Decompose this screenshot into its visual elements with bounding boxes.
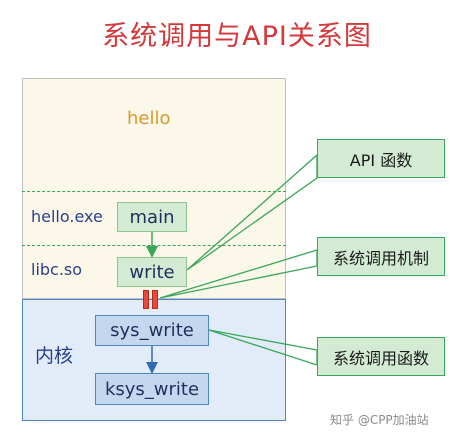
syscall-gate-left xyxy=(143,290,149,309)
lib-layer-label: libc.so xyxy=(31,260,83,279)
api-function-callout: API 函数 xyxy=(317,139,445,178)
write-box: write xyxy=(117,257,187,287)
divider-exe xyxy=(22,191,286,192)
ksys-write-box: ksys_write xyxy=(95,373,209,405)
syscall-mechanism-callout: 系统调用机制 xyxy=(317,237,445,276)
exe-layer-label: hello.exe xyxy=(31,207,103,226)
diagram-title: 系统调用与API关系图 xyxy=(102,21,372,52)
kernel-region-label: 内核 xyxy=(35,345,74,367)
syscall-function-callout: 系统调用函数 xyxy=(317,337,445,376)
divider-lib xyxy=(22,245,286,246)
sys-write-box: sys_write xyxy=(95,315,209,346)
main-box: main xyxy=(117,202,187,232)
syscall-gate-right xyxy=(152,290,158,309)
user-region-label: hello xyxy=(127,108,171,129)
source-watermark: 知乎 @CPP加油站 xyxy=(330,413,429,427)
